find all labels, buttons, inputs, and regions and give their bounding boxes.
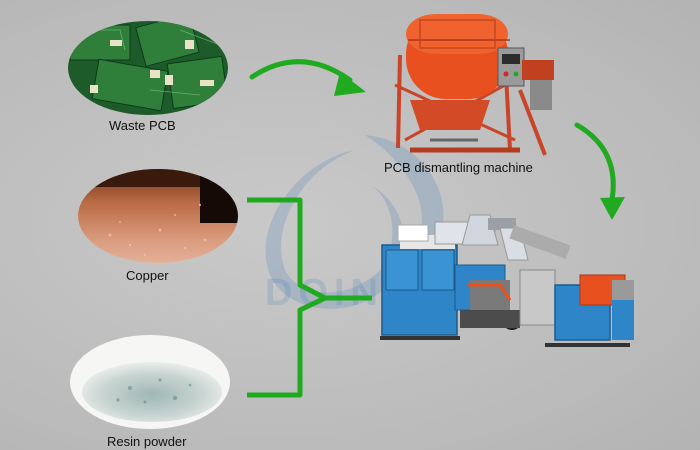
arrow-machine-to-separator-head (600, 197, 625, 220)
arrow-machine-to-separator (574, 122, 616, 203)
resin-powder-label: Resin powder (107, 434, 187, 449)
pcb-machine-label: PCB dismantling machine (384, 160, 533, 175)
waste-pcb-label: Waste PCB (109, 118, 176, 133)
arrow-pcb-to-machine-head (334, 72, 366, 96)
arrow-pcb-to-machine (249, 59, 353, 83)
output-bracket (247, 197, 328, 398)
copper-label: Copper (126, 268, 169, 283)
